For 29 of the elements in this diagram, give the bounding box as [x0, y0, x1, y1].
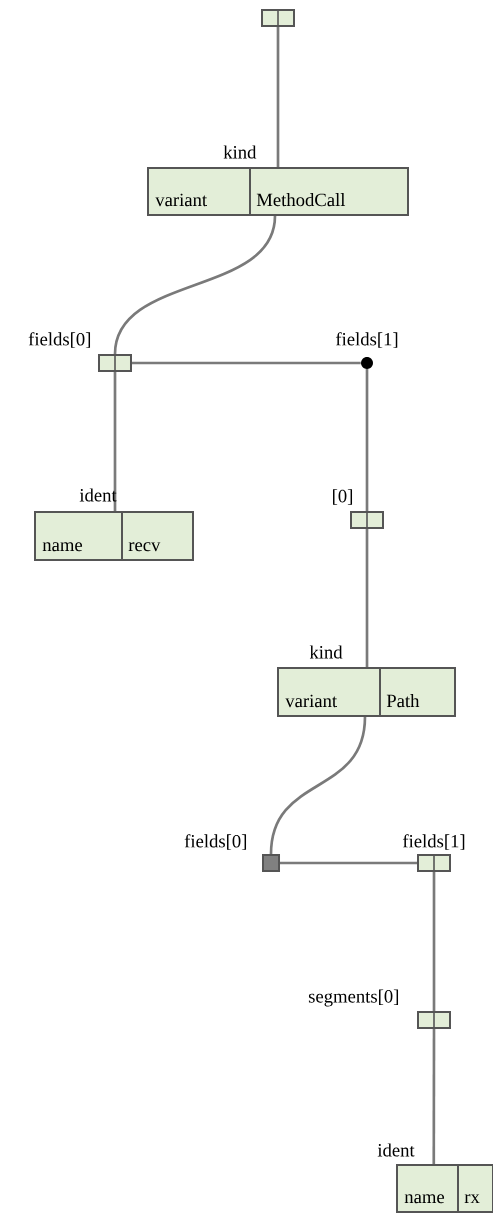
- field-label: segments[0]: [308, 989, 398, 1007]
- connector-line: [432, 872, 436, 1011]
- field-label: kind: [223, 145, 257, 159]
- connector-line: [269, 716, 367, 855]
- node-label: variant: [155, 193, 207, 207]
- connector-line: [132, 361, 361, 365]
- field-label: [0]: [333, 489, 352, 505]
- field-label: fields[1]: [402, 834, 465, 850]
- node-label: variant: [285, 694, 337, 708]
- record-box: variant MethodCall: [147, 167, 409, 216]
- connector-line: [365, 529, 369, 667]
- record-box: name rx: [396, 1164, 493, 1213]
- field-box: [261, 9, 295, 27]
- connector-line: [113, 372, 117, 511]
- connector-line: [365, 367, 369, 511]
- field-label: fields[0]: [28, 332, 90, 348]
- connector-line: [280, 861, 417, 865]
- connector-line: [113, 215, 277, 355]
- field-label: ident: [377, 1143, 415, 1157]
- record-box: name recv: [34, 511, 194, 561]
- field-label: ident: [79, 488, 117, 502]
- field-label: kind: [309, 645, 343, 659]
- connector-line: [432, 1029, 436, 1164]
- field-label: fields[0]: [184, 834, 246, 850]
- node-label: MethodCall: [256, 193, 346, 207]
- record-box: variant Path: [277, 667, 456, 717]
- connector-line: [276, 27, 280, 167]
- node-label: Path: [386, 694, 420, 708]
- field-label: fields[1]: [335, 332, 398, 348]
